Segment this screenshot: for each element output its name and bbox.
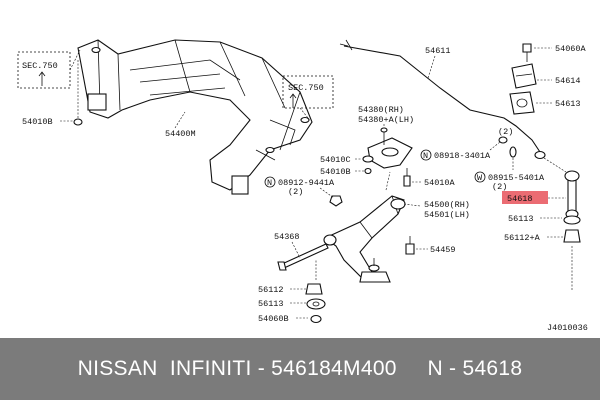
svg-text:N: N: [423, 151, 428, 161]
lower-arm-54500: 54500(RH) 54501(LH): [323, 171, 470, 283]
label-08912-qty: (2): [288, 187, 303, 197]
bolt-08918-3401a: N 08918-3401A: [420, 136, 508, 161]
label-54380-lh: 54380+A(LH): [358, 115, 414, 125]
stack-right: 56113 56112+A: [504, 214, 581, 290]
label-54613: 54613: [555, 99, 581, 109]
label-54400m: 54400M: [165, 129, 196, 139]
reference-code: J4010036: [547, 323, 588, 333]
washer-08915-5401a: W 08915-5401A (2) (2): [474, 127, 545, 192]
label-08915-qty: (2): [492, 182, 507, 192]
label-54060b: 54060B: [258, 314, 289, 324]
label-54459: 54459: [430, 245, 456, 255]
label-54010a: 54010A: [424, 178, 456, 188]
label-54368: 54368: [274, 232, 300, 242]
nut-08912-9441a: N 08912-9441A (2): [264, 176, 343, 207]
label-56112a: 56112+A: [504, 233, 541, 243]
label-54380-rh: 54380(RH): [358, 105, 404, 115]
part-number-text: NISSAN INFINITI - 546184M400 N - 54618: [77, 357, 523, 380]
parts-diagram: SEC.750 SEC.750 54010B 54400M 54380: [17, 39, 588, 333]
label-54010b-left: 54010B: [22, 117, 53, 127]
label-08918: 08918-3401A: [434, 151, 491, 161]
label-56113-right: 56113: [508, 214, 534, 224]
label-54010b-mid: 54010B: [320, 167, 351, 177]
stack-left: 56112 56113 54060B: [258, 260, 326, 324]
label-08915: 08915-5401A: [488, 173, 545, 183]
crossmember: [77, 39, 313, 195]
label-54010c: 54010C: [320, 155, 351, 165]
bolt-54060a: 54060A: [522, 43, 587, 62]
label-56112: 56112: [258, 285, 284, 295]
sec-750-left-label: SEC.750: [22, 61, 58, 71]
sec-750-left-callout: SEC.750: [17, 49, 81, 89]
stabilizer-link-54618: 54618: [502, 157, 580, 221]
label-56113-left: 56113: [258, 299, 284, 309]
bolt-54459: 54459: [405, 236, 456, 255]
bolt-54010b-left: 54010B: [22, 60, 83, 127]
label-54501: 54501(LH): [424, 210, 470, 220]
sec-750-right-callout: SEC.750: [282, 75, 334, 119]
svg-text:W: W: [477, 173, 483, 183]
upper-mount-54380: 54380(RH) 54380+A(LH): [358, 105, 414, 169]
stabilizer-bar-54611: 54611: [339, 39, 546, 160]
bolt-54368: 54368: [274, 232, 329, 271]
highlight-54618: [502, 191, 548, 204]
part-number-banner: NISSAN INFINITI - 546184M400 N - 54618: [0, 338, 600, 400]
label-54618: 54618: [507, 194, 533, 204]
label-08912: 08912-9441A: [278, 178, 335, 188]
clamp-54614: 54614: [511, 63, 581, 89]
label-54611: 54611: [425, 46, 451, 56]
label-54060a: 54060A: [555, 44, 587, 54]
bushing-54613: 54613: [509, 91, 581, 115]
svg-text:N: N: [267, 178, 272, 188]
washer-54010c: 54010C: [320, 155, 374, 165]
sec-750-right-label: SEC.750: [288, 83, 324, 93]
bolt-54010b-mid: 54010B: [320, 167, 372, 177]
label-54614: 54614: [555, 76, 581, 86]
label-54500: 54500(RH): [424, 200, 470, 210]
label-08918-qty: (2): [498, 127, 513, 137]
bolt-54010a: 54010A: [403, 168, 456, 188]
